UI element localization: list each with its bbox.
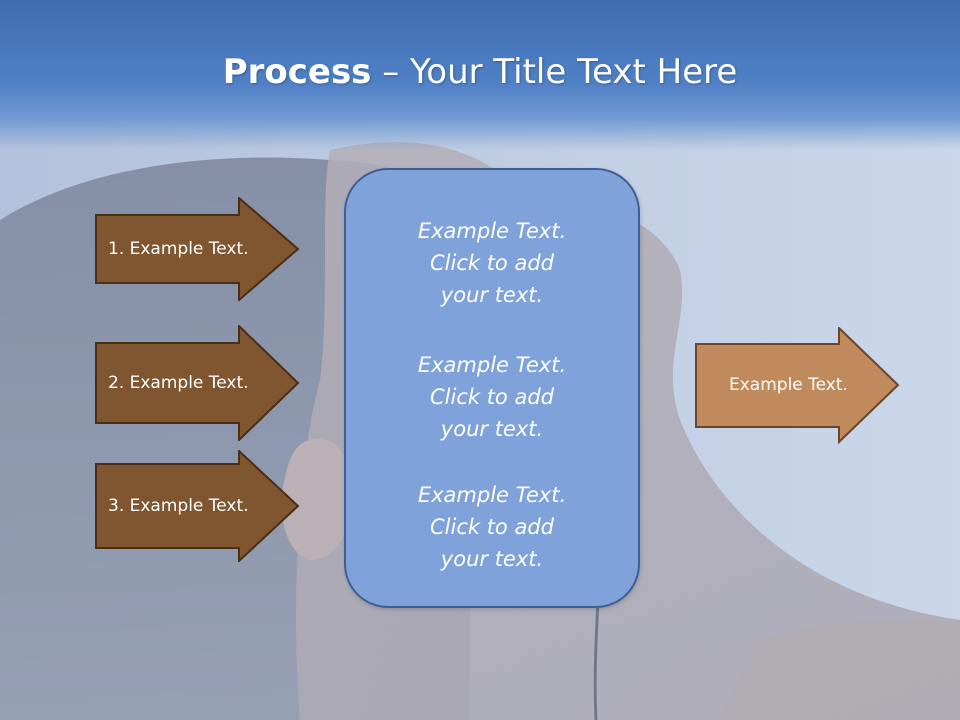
center-item-line: Example Text. — [417, 353, 567, 377]
center-item-line: Click to add — [429, 251, 554, 275]
title-bold-text: Process — [222, 52, 372, 92]
left-arrow-3-label: 3. Example Text. — [108, 496, 249, 516]
center-text-item-3[interactable]: Example Text. Click to add your text. — [346, 479, 638, 575]
arrow-shape — [695, 327, 900, 445]
center-text-item-2[interactable]: Example Text. Click to add your text. — [346, 349, 638, 445]
title-rest-text: – Your Title Text Here — [371, 52, 738, 92]
center-item-line: your text. — [440, 547, 544, 571]
left-arrow-1[interactable]: 1. Example Text. — [95, 197, 301, 301]
center-text-panel[interactable]: Example Text. Click to add your text. Ex… — [344, 168, 640, 608]
center-item-line: your text. — [440, 417, 544, 441]
header-band — [0, 0, 960, 150]
right-arrow[interactable]: Example Text. — [695, 327, 901, 445]
center-item-line: Example Text. — [417, 483, 567, 507]
center-item-line: Click to add — [429, 385, 554, 409]
center-item-line: Example Text. — [417, 219, 567, 243]
arrow-shape — [95, 325, 300, 441]
center-item-line: your text. — [440, 283, 544, 307]
center-item-line: Click to add — [429, 515, 554, 539]
center-text-item-1[interactable]: Example Text. Click to add your text. — [346, 215, 638, 311]
left-arrow-3[interactable]: 3. Example Text. — [95, 450, 301, 562]
arrow-shape — [95, 197, 300, 301]
left-arrow-1-label: 1. Example Text. — [108, 239, 249, 259]
arrow-shape — [95, 450, 300, 562]
slide-title[interactable]: Process – Your Title Text Here — [0, 52, 960, 92]
left-arrow-2[interactable]: 2. Example Text. — [95, 325, 301, 441]
right-arrow-label: Example Text. — [729, 375, 848, 395]
left-arrow-2-label: 2. Example Text. — [108, 373, 249, 393]
